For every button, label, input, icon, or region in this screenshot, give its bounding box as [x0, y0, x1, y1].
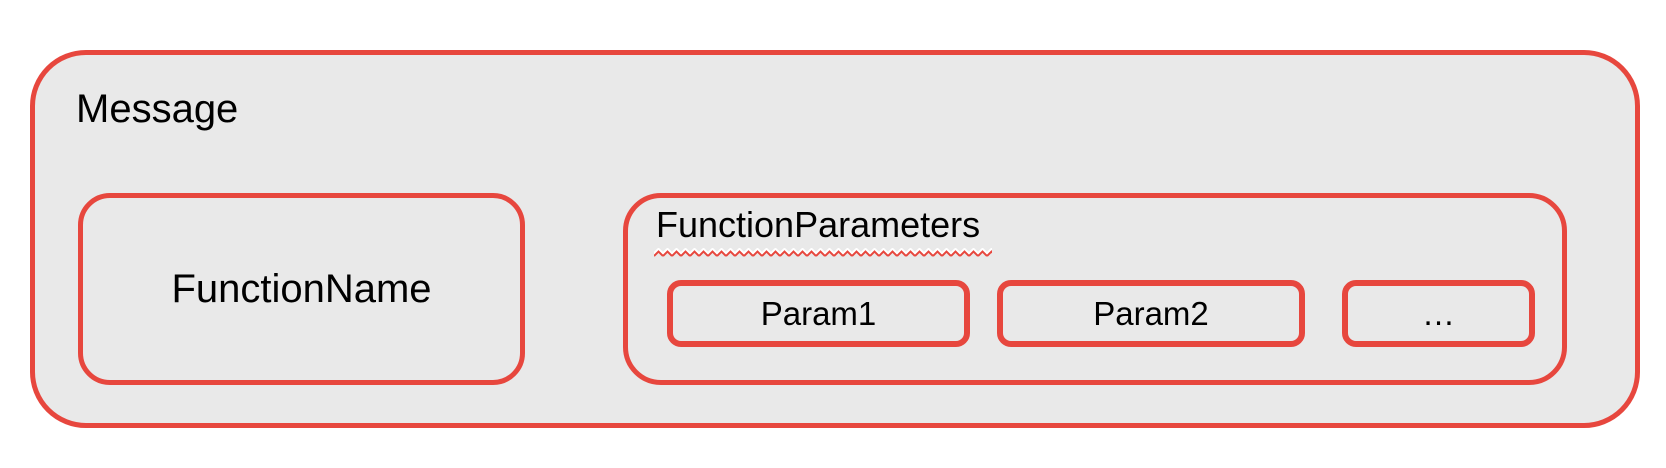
param-ellipsis-label: …: [1422, 294, 1455, 332]
function-parameters-label: FunctionParameters: [656, 204, 981, 245]
param2-label: Param2: [1093, 294, 1209, 332]
spellcheck-squiggle-underline-icon: [654, 248, 992, 259]
message-box: Message FunctionName FunctionParameters …: [30, 50, 1640, 428]
function-name-label: FunctionName: [171, 267, 432, 311]
param1-box: Param1: [667, 280, 970, 347]
param1-label: Param1: [760, 294, 877, 332]
param-ellipsis-box: …: [1342, 280, 1535, 347]
message-label: Message: [76, 87, 239, 131]
squiggle-fill-rect: [654, 248, 992, 259]
function-parameters-box: FunctionParameters Param1 Param2 …: [623, 193, 1567, 385]
function-name-box: FunctionName: [78, 193, 525, 385]
param2-box: Param2: [997, 280, 1305, 347]
